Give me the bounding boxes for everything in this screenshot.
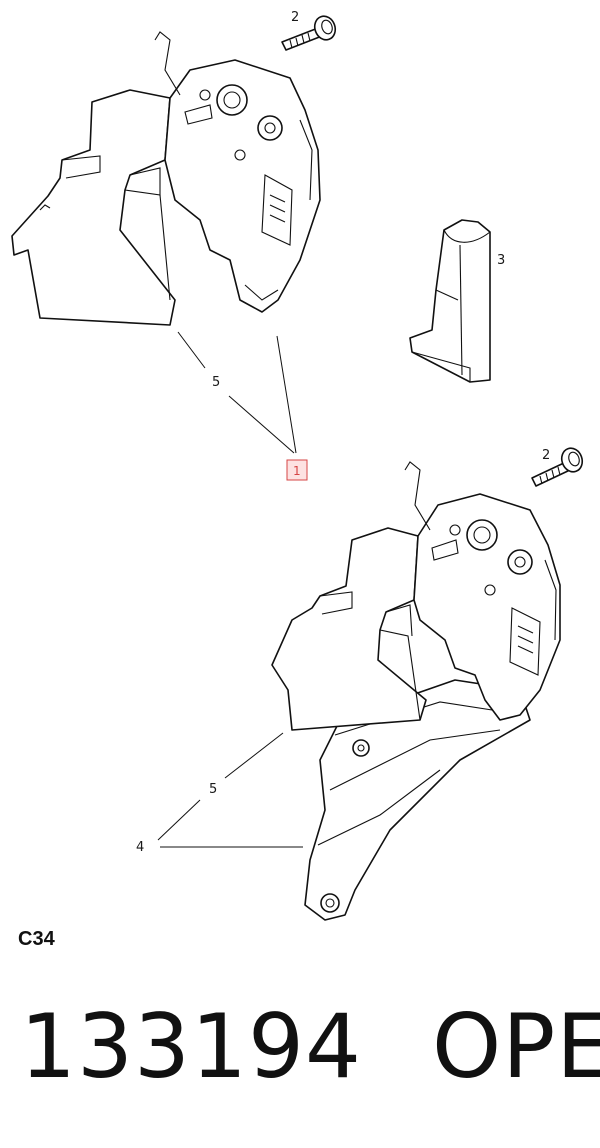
callout-highlight-box xyxy=(286,459,308,481)
label-upper-lock: 5 xyxy=(212,375,220,390)
part-footer: 133194OPEL xyxy=(20,1003,600,1091)
upper-lock-assembly xyxy=(11,31,321,326)
lower-lock-assembly xyxy=(271,461,561,921)
brand-text: OPEL xyxy=(431,995,600,1098)
label-lower-lock: 5 xyxy=(209,782,217,797)
screw-lower xyxy=(531,447,584,487)
label-highlight-callout: 1 xyxy=(293,464,301,478)
leader-lower-4a xyxy=(157,799,201,841)
part-number-text: 133194 xyxy=(20,995,362,1098)
leader-upper-5a xyxy=(177,331,206,369)
leader-lower-5 xyxy=(224,732,284,779)
label-screw-lower: 2 xyxy=(542,448,550,463)
label-screw-top: 2 xyxy=(291,10,299,25)
label-plate: 4 xyxy=(136,840,144,855)
screw-top xyxy=(281,15,337,51)
leader-upper-5b xyxy=(228,395,295,454)
diagram-code: C34 xyxy=(18,928,55,950)
label-bracket: 3 xyxy=(497,253,505,268)
leader-upper-1 xyxy=(276,335,297,454)
bracket-part xyxy=(409,219,491,383)
